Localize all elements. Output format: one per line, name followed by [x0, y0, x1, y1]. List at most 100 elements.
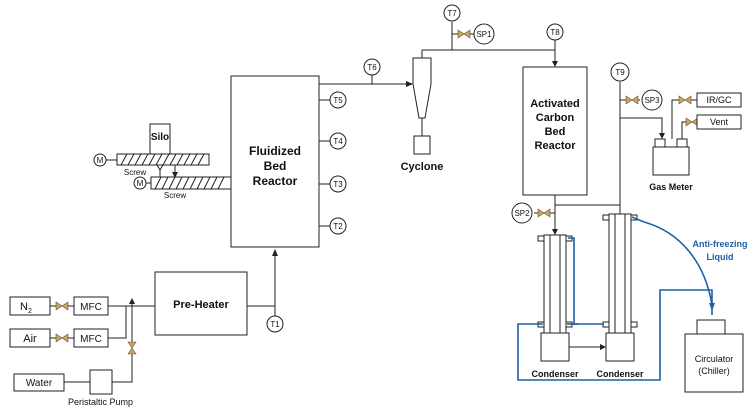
acbr-label-line2: Carbon — [536, 112, 575, 124]
coolant-link-1 — [568, 237, 604, 325]
gas-meter-body — [652, 146, 690, 176]
irgc-box — [696, 92, 742, 108]
coolant-supply-line — [631, 216, 713, 306]
t7-label: T7 — [447, 9, 457, 18]
gas-outlet-section: T9 SP3 Gas Meter IR/GC Vent — [610, 62, 742, 214]
cyclone-unit: Cyclone — [401, 50, 444, 173]
sp2-port — [511, 202, 533, 224]
acbr-vessel — [522, 66, 588, 196]
fluidized-bed-reactor: Fluidized Bed Reactor T5 T4 T3 T2 T6 — [230, 58, 413, 248]
anti-freeze-label-line2: Liquid — [707, 252, 734, 262]
screw-transfer-arrow-icon — [172, 172, 178, 178]
cyclone-collector — [413, 135, 431, 155]
irgc-label: IR/GC — [706, 95, 732, 105]
air-valve-icon — [55, 333, 69, 343]
condenser1-tube — [549, 234, 561, 334]
acbr-label-line1: Activated — [530, 98, 580, 110]
screw-upper-flights — [120, 153, 205, 166]
water-arrow-icon — [129, 298, 135, 304]
cyclone-label: Cyclone — [401, 161, 444, 173]
t1-label: T1 — [270, 320, 280, 329]
t9-sensor — [610, 62, 630, 82]
circulator-cap — [696, 319, 726, 335]
t4-sensor — [329, 132, 347, 150]
t4-label: T4 — [333, 137, 343, 146]
gas-feed-section: N2 MFC Air MFC Water Peristaltic Pump Pr… — [9, 249, 284, 407]
acbr-label-line4: Reactor — [535, 140, 577, 152]
fbr-label-line1: Fluidized — [249, 144, 301, 158]
cyclone-body — [412, 57, 432, 119]
activated-carbon-bed-reactor: Activated Carbon Bed Reactor SP2 — [511, 66, 588, 235]
to-gas-meter-arrow-icon — [659, 133, 665, 139]
feeder-section: Silo M Screw M Screw — [93, 123, 232, 200]
t7-sensor — [443, 4, 461, 22]
pump-label: Peristaltic Pump — [68, 397, 133, 407]
sp1-label: SP1 — [476, 30, 492, 39]
vent-label: Vent — [710, 117, 729, 127]
water-valve-icon — [127, 341, 137, 355]
silo-label: Silo — [151, 132, 169, 143]
fbr-to-cyclone-arrow-icon — [406, 81, 413, 87]
t9-label: T9 — [615, 68, 625, 77]
condenser1-label: Condenser — [531, 369, 579, 379]
top-header: T7 SP1 T8 — [422, 4, 564, 67]
circulator-label-line2: (Chiller) — [698, 366, 730, 376]
sp3-label: SP3 — [644, 96, 660, 105]
circulator-body — [684, 333, 744, 393]
mfc-air-label: MFC — [80, 334, 102, 345]
condenser1-flask — [540, 332, 570, 362]
pre-heater-label: Pre-Heater — [173, 299, 229, 311]
coolant-arrow-icon — [709, 303, 715, 311]
t3-label: T3 — [333, 180, 343, 189]
sp3-port — [641, 89, 663, 111]
motor-lower-label: M — [137, 179, 144, 188]
t2-sensor — [329, 217, 347, 235]
fbr-label-line2: Bed — [264, 159, 287, 173]
condenser-train: Condenser Condenser — [531, 204, 644, 379]
t1-sensor — [266, 315, 284, 333]
condenser2-port-tl — [602, 214, 610, 221]
gas-meter-outlet — [676, 138, 688, 148]
header-to-acbr-arrow-icon — [552, 61, 558, 67]
circulator-label-line1: Circulator — [695, 354, 734, 364]
t8-label: T8 — [550, 28, 560, 37]
air-label: Air — [23, 333, 37, 345]
fbr-label-line3: Reactor — [253, 174, 298, 188]
n2-valve-icon — [55, 301, 69, 311]
t5-sensor — [329, 91, 347, 109]
water-label: Water — [26, 378, 53, 389]
n2-label: N2 — [20, 301, 32, 315]
motor-upper-label: M — [97, 156, 104, 165]
vent-valve-icon — [685, 117, 699, 127]
peristaltic-pump-box — [89, 369, 113, 395]
screw-lower-label: Screw — [164, 191, 186, 200]
coolant-loop: Anti-freezing Liquid — [517, 216, 748, 381]
sp3-valve-icon — [625, 95, 639, 105]
sp1-port — [473, 23, 495, 45]
t2-label: T2 — [333, 222, 343, 231]
gas-meter-label: Gas Meter — [649, 182, 693, 192]
screw-upper-label: Screw — [124, 168, 146, 177]
t8-sensor — [546, 23, 564, 41]
coolant-return-line — [517, 289, 713, 381]
pre-heater-box — [154, 271, 248, 336]
condenser2-flask — [605, 332, 635, 362]
sp2-valve-icon — [537, 208, 551, 218]
t6-sensor — [363, 58, 381, 76]
screw-lower-flights — [154, 176, 225, 190]
t6-label: T6 — [367, 63, 377, 72]
fbr-vessel — [230, 75, 320, 248]
condenser2-tube — [614, 213, 626, 334]
condenser2-port-br — [630, 321, 638, 328]
preheater-to-fbr-arrow-icon — [272, 249, 278, 256]
sp1-valve-icon — [457, 29, 471, 39]
sp2-label: SP2 — [514, 209, 530, 218]
irgc-valve-icon — [678, 95, 692, 105]
t3-sensor — [329, 175, 347, 193]
anti-freeze-label-line1: Anti-freezing — [693, 239, 748, 249]
mfc-n2-label: MFC — [80, 302, 102, 313]
circulator-unit: Circulator (Chiller) — [684, 319, 744, 393]
condenser1-port-tl — [537, 235, 545, 242]
gas-meter-inlet — [654, 138, 666, 148]
